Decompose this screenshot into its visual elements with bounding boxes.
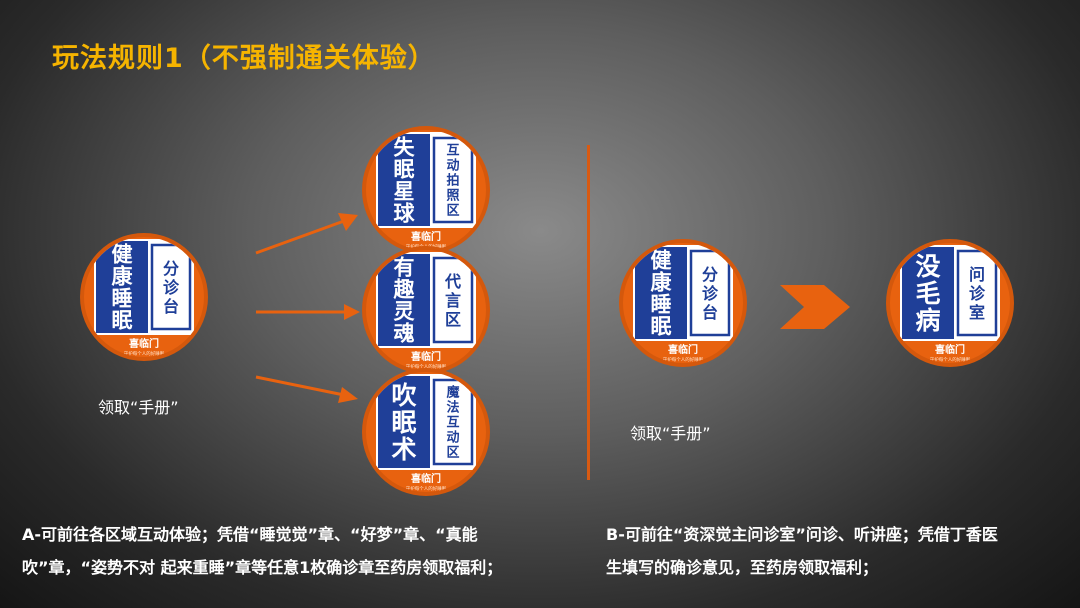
stamp-brand: 喜临门: [935, 343, 965, 356]
stamp-big-char: 健: [651, 249, 672, 273]
caption-get-handbook-left: 领取“手册”: [98, 398, 179, 417]
stamp-big-char: 睡: [651, 293, 672, 317]
stamp-brand: 喜临门: [411, 230, 441, 243]
stamp-brand: 喜临门: [411, 350, 441, 363]
stamp-slogan: 守护每个人的好睡眠: [406, 363, 447, 370]
stamp-big-char: 眠: [651, 315, 672, 339]
stamp-side-char: 互: [446, 144, 459, 159]
stamp-side-char: 照: [446, 189, 459, 204]
stamp-side-char: 问: [969, 265, 985, 284]
stamp-side-char: 动: [446, 431, 459, 446]
page-title: 玩法规则1（不强制通关体验）: [52, 43, 436, 74]
stamp-insomnia-planet: 失眠星球互动拍照区喜临门守护每个人的好睡眠: [362, 126, 490, 254]
stamp-big-char: 睡: [112, 287, 133, 311]
stamp-side-char: 区: [445, 310, 461, 329]
stamp-side-char: 分: [163, 259, 179, 278]
stamp-big-char: 没: [915, 252, 941, 281]
stamp-big-char: 毛: [915, 279, 940, 308]
stamp-side-char: 区: [446, 204, 459, 219]
rule-b-line2: 生填写的确诊意见，至药房领取福利；: [606, 558, 879, 577]
stamp-big-char: 术: [391, 435, 416, 464]
stamp-side-char: 代: [444, 272, 461, 291]
stamp-side-char: 诊: [702, 284, 719, 303]
stamp-big-char: 眠: [112, 309, 133, 333]
stamp-side-char: 分: [702, 265, 718, 284]
stamp-side-char: 言: [445, 291, 461, 310]
stamp-side-char: 诊: [969, 284, 986, 303]
stamp-side-char: 魔: [446, 385, 459, 401]
rule-b-line1: B-可前往“资深觉主问诊室”问诊、听讲座；凭借丁香医: [606, 525, 998, 544]
stamp-big-char: 眠: [391, 408, 416, 437]
stamp-big-char: 趣: [393, 278, 416, 302]
stamp-slogan: 守护每个人的好睡眠: [124, 350, 165, 357]
stamp-brand: 喜临门: [129, 337, 159, 350]
stamp-big-char: 有: [394, 256, 415, 280]
stamp-side-char: 室: [969, 303, 985, 322]
stamp-big-char: 吹: [391, 381, 416, 410]
arrow-down-icon: [255, 375, 358, 403]
stamp-side-char: 法: [446, 400, 459, 416]
stamp-slogan: 守护每个人的好睡眠: [663, 356, 704, 363]
stamp-big-char: 康: [651, 271, 673, 295]
rule-a-line1: A-可前往各区域互动体验；凭借“睡觉觉”章、“好梦”章、“真能: [22, 525, 478, 544]
stamp-big-char: 星: [394, 180, 415, 204]
arrow-right-icon: [256, 304, 360, 320]
stamp-big-char: 魂: [394, 322, 415, 346]
section-divider: [587, 145, 590, 480]
stamp-big-char: 灵: [394, 300, 416, 324]
stamp-side-char: 互: [446, 416, 459, 431]
stamp-side-char: 动: [446, 159, 459, 174]
stamp-big-char: 球: [394, 202, 416, 226]
stamp-side-char: 台: [163, 297, 179, 316]
chevron-right-icon: [780, 285, 850, 329]
caption-get-handbook-right: 领取“手册”: [630, 424, 711, 443]
stamp-brand: 喜临门: [668, 343, 698, 356]
stamp-big-char: 病: [915, 306, 940, 335]
stamp-big-char: 康: [112, 265, 134, 289]
stamp-side-char: 区: [446, 446, 459, 461]
stamp-brand: 喜临门: [411, 472, 441, 485]
stamp-side-char: 诊: [163, 278, 180, 297]
arrows-left: [255, 213, 360, 403]
stamp-big-char: 眠: [394, 158, 415, 182]
stamp-slogan: 守护每个人的好睡眠: [930, 356, 971, 363]
stamp-side-char: 台: [702, 303, 718, 322]
rule-a-line2: 吹”章，“姿势不对 起来重睡”章等任意1枚确诊章至药房领取福利；: [22, 558, 503, 577]
stamp-big-char: 健: [112, 243, 133, 267]
stamp-big-char: 失: [394, 136, 416, 160]
stamp-slogan: 守护每个人的好睡眠: [406, 485, 447, 492]
stamp-side-char: 拍: [446, 173, 459, 189]
arrow-up-icon: [255, 213, 358, 255]
